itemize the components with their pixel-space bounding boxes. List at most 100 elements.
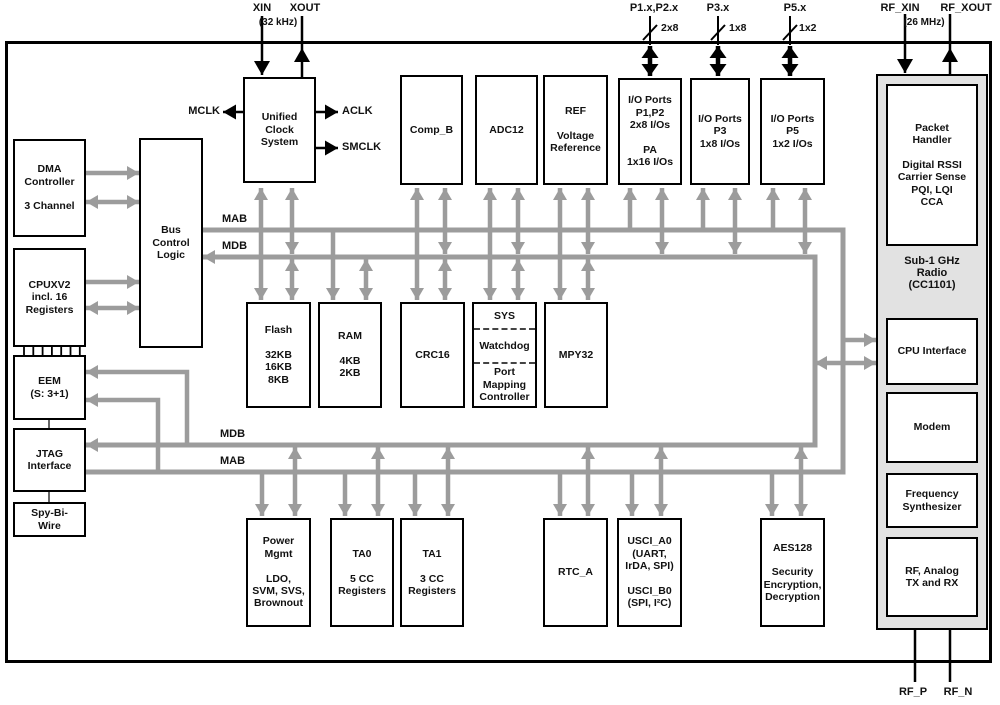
arrowhead xyxy=(654,447,668,459)
arrowhead xyxy=(709,64,727,76)
arrowhead xyxy=(223,104,236,120)
label-xtal-freq: (32 kHz) xyxy=(258,17,298,28)
arrowhead xyxy=(728,188,742,200)
arrowhead xyxy=(798,242,812,254)
pin-label-rf-xin: RF_XIN xyxy=(880,2,920,14)
block-modem: Modem xyxy=(886,392,978,463)
block-unified-clock-system: Unified Clock System xyxy=(243,77,316,183)
arrowhead xyxy=(325,140,338,156)
block-bus-control-logic: Bus Control Logic xyxy=(139,138,203,348)
arrowhead xyxy=(623,188,637,200)
arrowhead xyxy=(794,447,808,459)
arrowhead xyxy=(371,504,385,516)
wire xyxy=(86,369,190,445)
arrowhead xyxy=(781,46,799,58)
block-aes128: AES128 Security Encryption, Decryption xyxy=(760,518,825,627)
bus-label-mdb-bottom: MDB xyxy=(220,428,246,440)
arrowhead xyxy=(654,504,668,516)
block-power-mgmt: Power Mgmt LDO, SVM, SVS, Brownout xyxy=(246,518,311,627)
arrowhead xyxy=(728,242,742,254)
block-adc12: ADC12 xyxy=(475,75,538,185)
block-usci: USCI_A0 (UART, IrDA, SPI) USCI_B0 (SPI, … xyxy=(617,518,682,627)
block-io-ports-p3: I/O Ports P3 1x8 I/Os xyxy=(690,78,750,185)
bus-label-mab-bottom: MAB xyxy=(220,455,246,467)
block-ta1: TA1 3 CC Registers xyxy=(400,518,464,627)
pin-label-p5: P5.x xyxy=(783,2,807,14)
block-io-ports-p5: I/O Ports P5 1x2 I/Os xyxy=(760,78,825,185)
block-sys: SYS Watchdog Port Mapping Controller xyxy=(472,302,537,408)
label-p5-width: 1x2 xyxy=(799,22,817,34)
arrowhead xyxy=(511,188,525,200)
arrowhead xyxy=(410,188,424,200)
arrowhead xyxy=(255,504,269,516)
block-jtag-interface: JTAG Interface xyxy=(13,428,86,492)
arrowhead xyxy=(86,365,98,379)
arrowhead xyxy=(441,504,455,516)
arrowhead xyxy=(794,504,808,516)
arrowhead xyxy=(483,288,497,300)
arrowhead xyxy=(581,288,595,300)
block-rf-analog: RF, Analog TX and RX xyxy=(886,537,978,617)
pin-label-rf-xout: RF_XOUT xyxy=(940,2,992,14)
arrowhead xyxy=(285,188,299,200)
arrowhead xyxy=(864,333,876,347)
wire xyxy=(86,254,818,448)
pin-label-xout: XOUT xyxy=(289,2,321,14)
arrowhead xyxy=(285,259,299,271)
arrowhead xyxy=(438,288,452,300)
arrowhead xyxy=(294,48,310,62)
block-packet-handler: Packet Handler Digital RSSI Carrier Sens… xyxy=(886,84,978,246)
arrowhead xyxy=(338,504,352,516)
arrowhead xyxy=(483,188,497,200)
arrowhead xyxy=(553,504,567,516)
arrowhead xyxy=(438,242,452,254)
arrowhead xyxy=(325,104,338,120)
block-cpu-interface: CPU Interface xyxy=(886,318,978,385)
block-dma-controller: DMA Controller 3 Channel xyxy=(13,139,86,237)
arrowhead xyxy=(942,48,958,62)
arrowhead xyxy=(766,188,780,200)
arrowhead xyxy=(410,288,424,300)
arrowhead xyxy=(765,504,779,516)
arrowhead xyxy=(285,242,299,254)
wire xyxy=(86,227,846,475)
arrowhead xyxy=(511,259,525,271)
arrowhead xyxy=(371,447,385,459)
block-ref: REF Voltage Reference xyxy=(543,75,608,185)
block-io-ports-p1p2: I/O Ports P1,P2 2x8 I/Os PA 1x16 I/Os xyxy=(618,78,682,185)
arrowhead xyxy=(86,393,98,407)
arrowhead xyxy=(408,504,422,516)
arrowhead xyxy=(798,188,812,200)
arrowhead xyxy=(254,188,268,200)
wire xyxy=(86,397,161,472)
arrowhead xyxy=(86,195,98,209)
arrowhead xyxy=(288,504,302,516)
arrowhead xyxy=(359,259,373,271)
arrowhead xyxy=(441,447,455,459)
block-rtc-a: RTC_A xyxy=(543,518,608,627)
arrowhead xyxy=(127,275,139,289)
arrowhead xyxy=(127,301,139,315)
arrowhead xyxy=(897,59,913,73)
block-ram: RAM 4KB 2KB xyxy=(318,302,382,408)
arrowhead xyxy=(438,259,452,271)
pin-label-aclk: ACLK xyxy=(342,105,373,117)
arrowhead xyxy=(625,504,639,516)
arrowhead xyxy=(285,288,299,300)
arrowhead xyxy=(581,188,595,200)
arrowhead xyxy=(86,438,98,452)
watchdog-label: Watchdog xyxy=(474,328,535,364)
arrowhead xyxy=(864,356,876,370)
arrowhead xyxy=(254,288,268,300)
arrowhead xyxy=(655,242,669,254)
arrowhead xyxy=(127,195,139,209)
block-cpuxv2: CPUXV2 incl. 16 Registers xyxy=(13,248,86,347)
arrowhead xyxy=(326,288,340,300)
label-rf-freq: (26 MHz) xyxy=(903,17,945,28)
arrowhead xyxy=(86,301,98,315)
arrowhead xyxy=(203,250,215,264)
arrowhead xyxy=(438,188,452,200)
pin-label-xin: XIN xyxy=(252,2,272,14)
block-frequency-synthesizer: Frequency Synthesizer xyxy=(886,473,978,528)
